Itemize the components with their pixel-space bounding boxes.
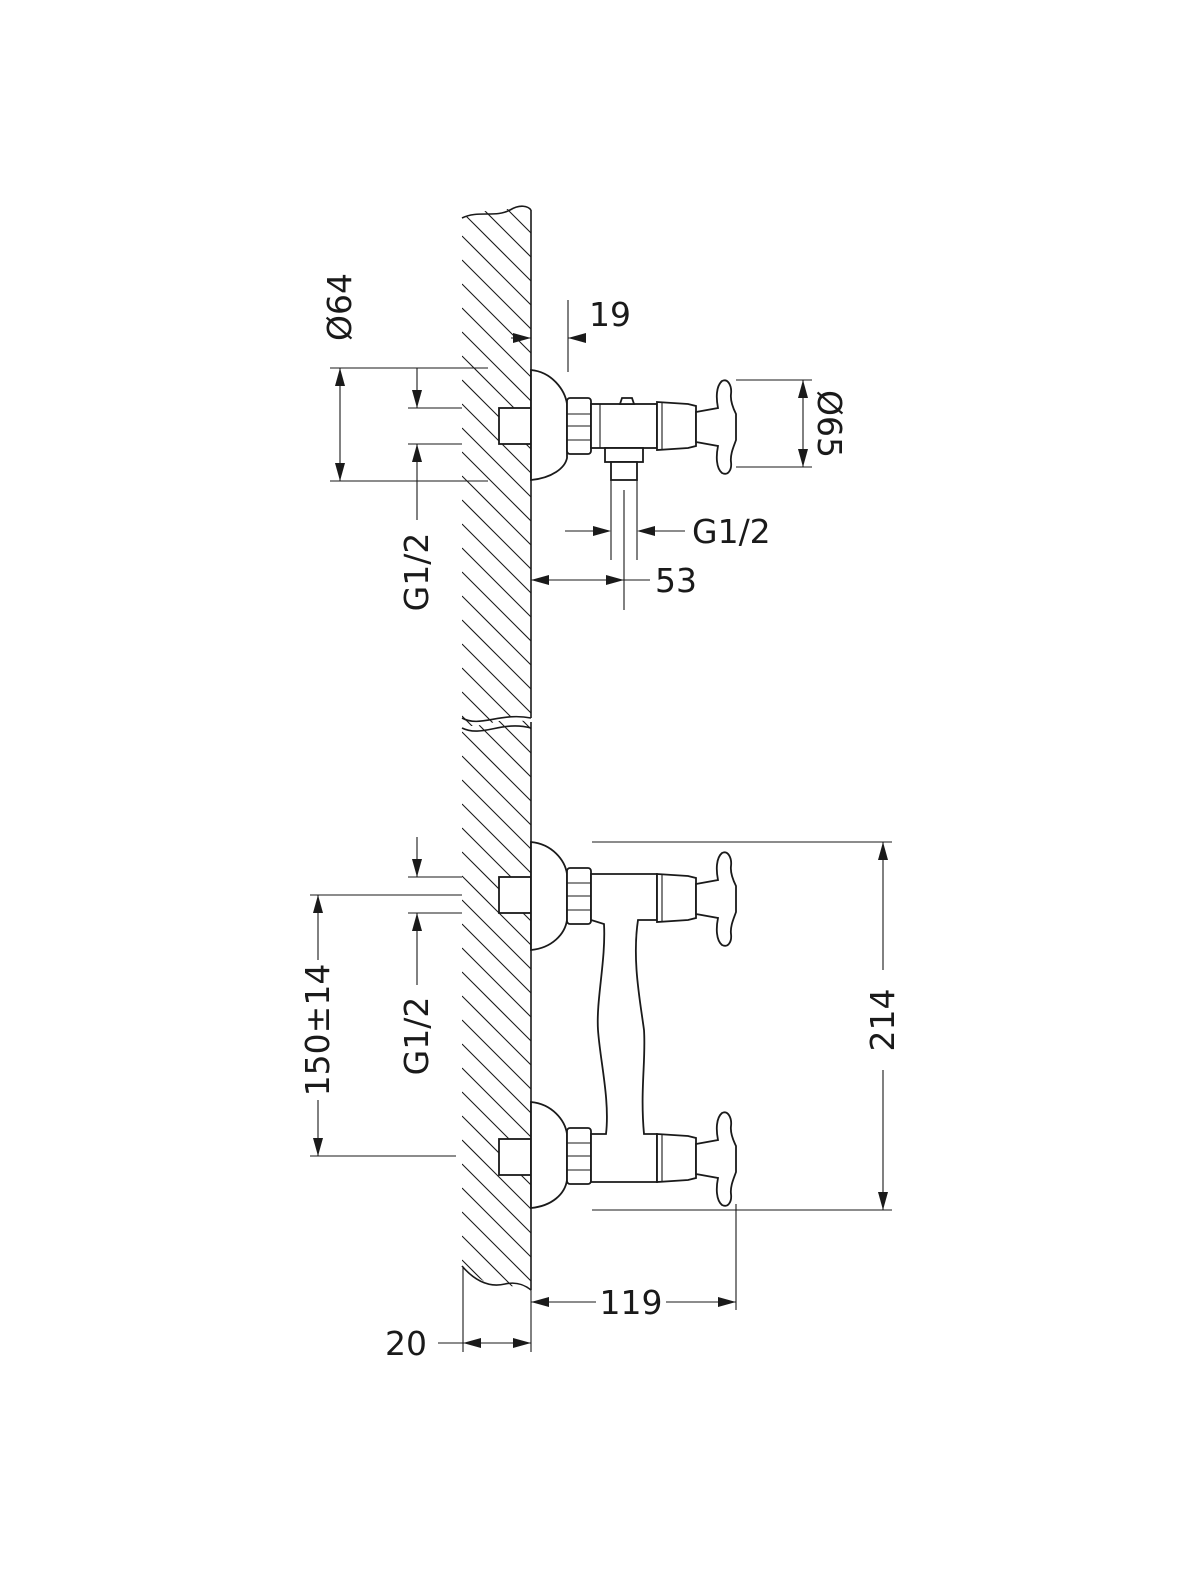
hatch-line [462,1067,531,1138]
hatch-line [462,595,531,666]
hatch-line [462,691,531,727]
hatch-line [462,475,531,546]
top-cartridge [656,401,697,451]
top-escutcheon [530,369,568,481]
hatch-line [462,875,531,946]
hatch-line [462,1211,531,1282]
hatch-line [462,619,531,690]
top-cross-handle [695,379,737,475]
dimension-lines [310,300,892,1352]
top-valve-body [590,403,658,449]
hatch-line [462,499,531,570]
hatch-line [462,547,531,618]
wall-break-middle-upper [461,715,532,723]
hatch-line [462,755,531,826]
bottom-mixer [498,841,737,1209]
lower-escutcheon [530,1101,568,1209]
lower-cartridge [656,1133,697,1183]
hatch-line [462,1259,531,1290]
hatch-line [462,1043,531,1114]
hatch-line [462,720,531,778]
hatch-line [462,1187,531,1258]
hatch-line [462,283,531,354]
wall-hatch-top [462,205,531,727]
hatch-line [462,205,531,234]
hatch-line [462,1163,531,1234]
upper-escutcheon [530,841,568,951]
top-valve [498,369,737,481]
hatch-line [462,205,531,210]
label-inlet-thread-top: G1/2 [397,533,436,612]
top-inlet-stub [498,407,532,445]
hatch-line [462,235,531,306]
hatch-line [462,1139,531,1210]
hatch-line [462,995,531,1066]
mixer-body [590,873,658,1183]
hatch-line [462,211,531,282]
label-inlet-thread-bottom: G1/2 [397,997,436,1076]
label-wall-thickness: 20 [385,1324,427,1363]
upper-inlet-stub [498,876,532,914]
top-outlet-collar [604,447,644,463]
label-center-distance: 150±14 [298,964,337,1097]
hatch-line [462,403,531,474]
wall-break-bottom [461,1265,532,1291]
hatch-line [462,571,531,642]
label-d-escutcheon: Ø64 [320,273,359,341]
hatch-line [462,307,531,378]
hatch-line [462,923,531,994]
hatch-line [462,720,531,754]
lower-cross-handle [695,1111,737,1207]
upper-cross-handle [695,851,737,947]
hatch-line [462,451,531,522]
hatch-line [462,205,531,258]
hatch-line [462,1019,531,1090]
dimension-labels: Ø64 19 Ø65 G1/2 53 G1/2 150±14 G1/2 214 … [298,273,902,1363]
label-d-handle: Ø65 [810,390,849,458]
label-offset-top: 19 [589,295,631,334]
hatch-line [462,971,531,1042]
hatch-line [462,643,531,714]
hatch-line [462,331,531,402]
wall-break-middle-lower [461,725,532,732]
hatch-line [462,259,531,330]
hatch-line [462,779,531,850]
hatch-line [462,427,531,498]
hatch-line [462,731,531,802]
hatch-line [462,1235,531,1290]
hatch-line [462,899,531,970]
label-projection: 119 [600,1283,663,1322]
top-outlet-nipple [610,461,638,481]
label-outlet-thread: G1/2 [692,512,771,551]
wall-break-top [461,205,532,219]
hatch-line [462,803,531,874]
hatch-line [462,523,531,594]
lower-inlet-stub [498,1138,532,1176]
upper-cartridge [656,873,697,923]
label-outlet-distance: 53 [655,561,697,600]
wall-hatch-bottom [462,720,531,1290]
label-overall-height: 214 [863,989,902,1052]
hatch-line [462,947,531,1018]
